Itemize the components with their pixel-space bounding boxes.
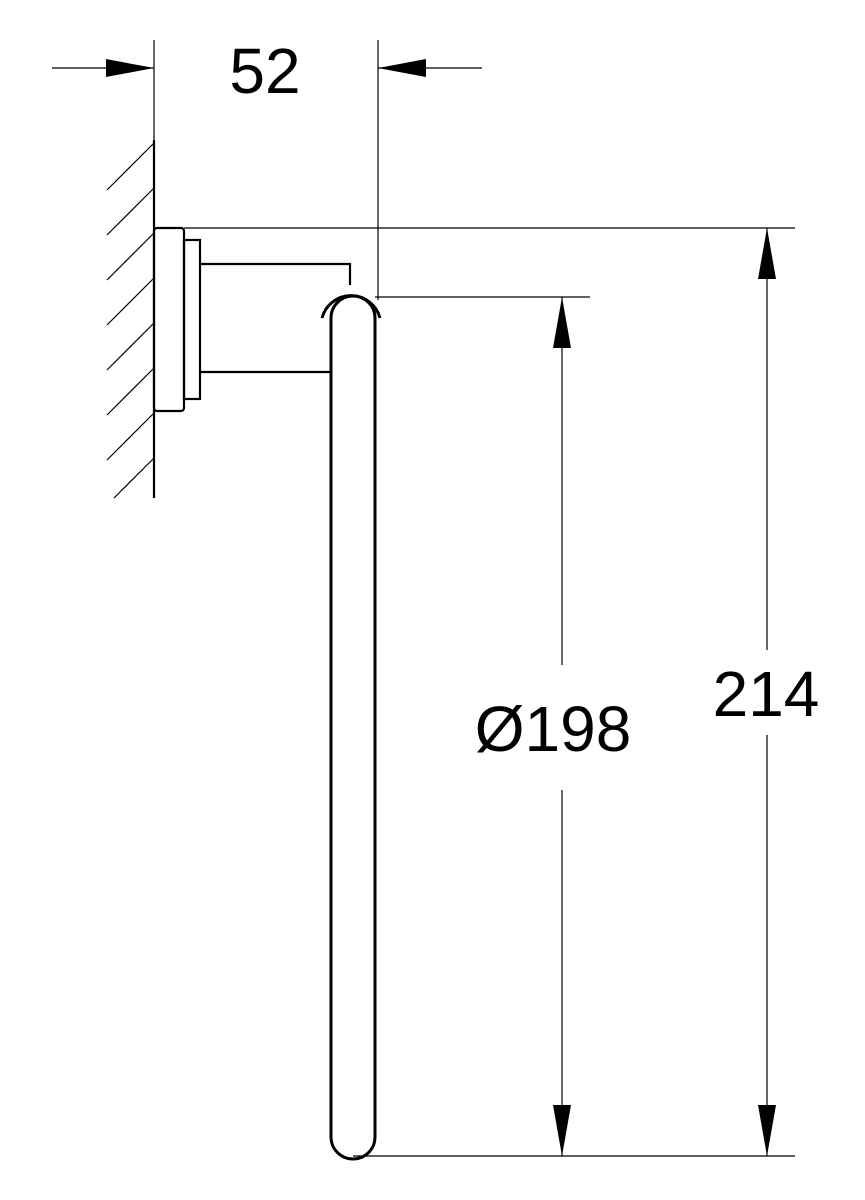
wall-mount xyxy=(152,226,352,413)
mount-base-plate xyxy=(152,226,186,413)
dimension-overall-height: 214 xyxy=(713,228,820,1156)
dim-label-diameter: Ø198 xyxy=(475,693,632,765)
dimension-projection: 52 xyxy=(52,35,482,107)
dim-label-height: 214 xyxy=(713,658,820,730)
towel-ring xyxy=(320,294,382,1161)
arrow-projection-right xyxy=(378,59,426,77)
arrow-height-top xyxy=(758,228,776,279)
extension-lines xyxy=(153,40,795,1157)
mount-collar xyxy=(182,238,202,401)
wall xyxy=(106,140,156,499)
arrow-diameter-bottom xyxy=(553,1105,571,1156)
arrow-projection-left xyxy=(106,59,154,77)
arrow-diameter-top xyxy=(553,297,571,348)
dimension-ring-diameter: Ø198 xyxy=(475,297,632,1156)
ring-body xyxy=(329,294,377,1161)
arrow-height-bottom xyxy=(758,1105,776,1156)
wall-hatching xyxy=(106,142,155,499)
dim-label-projection: 52 xyxy=(229,35,300,107)
arm-top-edge xyxy=(200,262,352,285)
